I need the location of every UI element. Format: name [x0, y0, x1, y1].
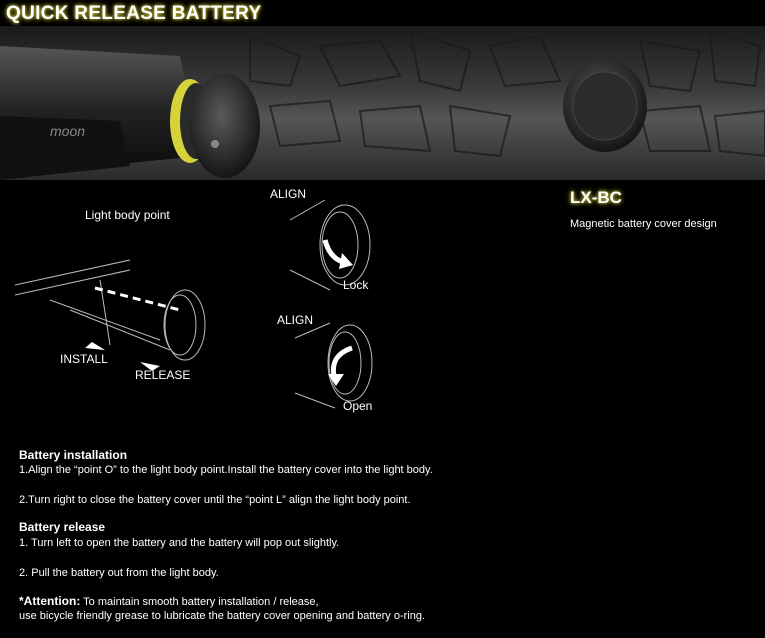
installation-step1: 1.Align the “point O” to the light body … [19, 464, 433, 476]
open-diagram [294, 322, 373, 409]
install-label: INSTALL [60, 352, 108, 366]
product-code: LX-BC [570, 188, 622, 207]
installation-heading: Battery installation [19, 448, 128, 462]
install-diagram [14, 259, 206, 371]
align-lock-label: ALIGN [270, 187, 307, 201]
light-body-point-label: Light body point [85, 208, 170, 222]
open-label: Open [343, 399, 373, 413]
release-step1: 1. Turn left to open the battery and the… [19, 537, 340, 549]
hero-logo: moon [50, 123, 85, 139]
attention-line2: use bicycle friendly grease to lubricate… [19, 610, 426, 622]
attention-note: *Attention: To maintain smooth battery i… [19, 594, 319, 609]
lock-label: Lock [343, 278, 369, 292]
page-title: QUICK RELEASE BATTERY [6, 3, 262, 24]
release-heading: Battery release [19, 520, 106, 534]
release-label: RELEASE [135, 368, 191, 382]
attention-line1: To maintain smooth battery installation … [80, 596, 319, 608]
release-step2: 2. Pull the battery out from the light b… [19, 567, 219, 579]
product-description: Magnetic battery cover design [570, 218, 717, 230]
attention-label: *Attention: [19, 594, 81, 608]
lock-diagram [289, 199, 371, 291]
hero-illustration: moon [0, 29, 765, 180]
hero-banner: moon [0, 26, 765, 180]
installation-step2: 2.Turn right to close the battery cover … [19, 494, 411, 506]
align-open-label: ALIGN [277, 313, 314, 327]
